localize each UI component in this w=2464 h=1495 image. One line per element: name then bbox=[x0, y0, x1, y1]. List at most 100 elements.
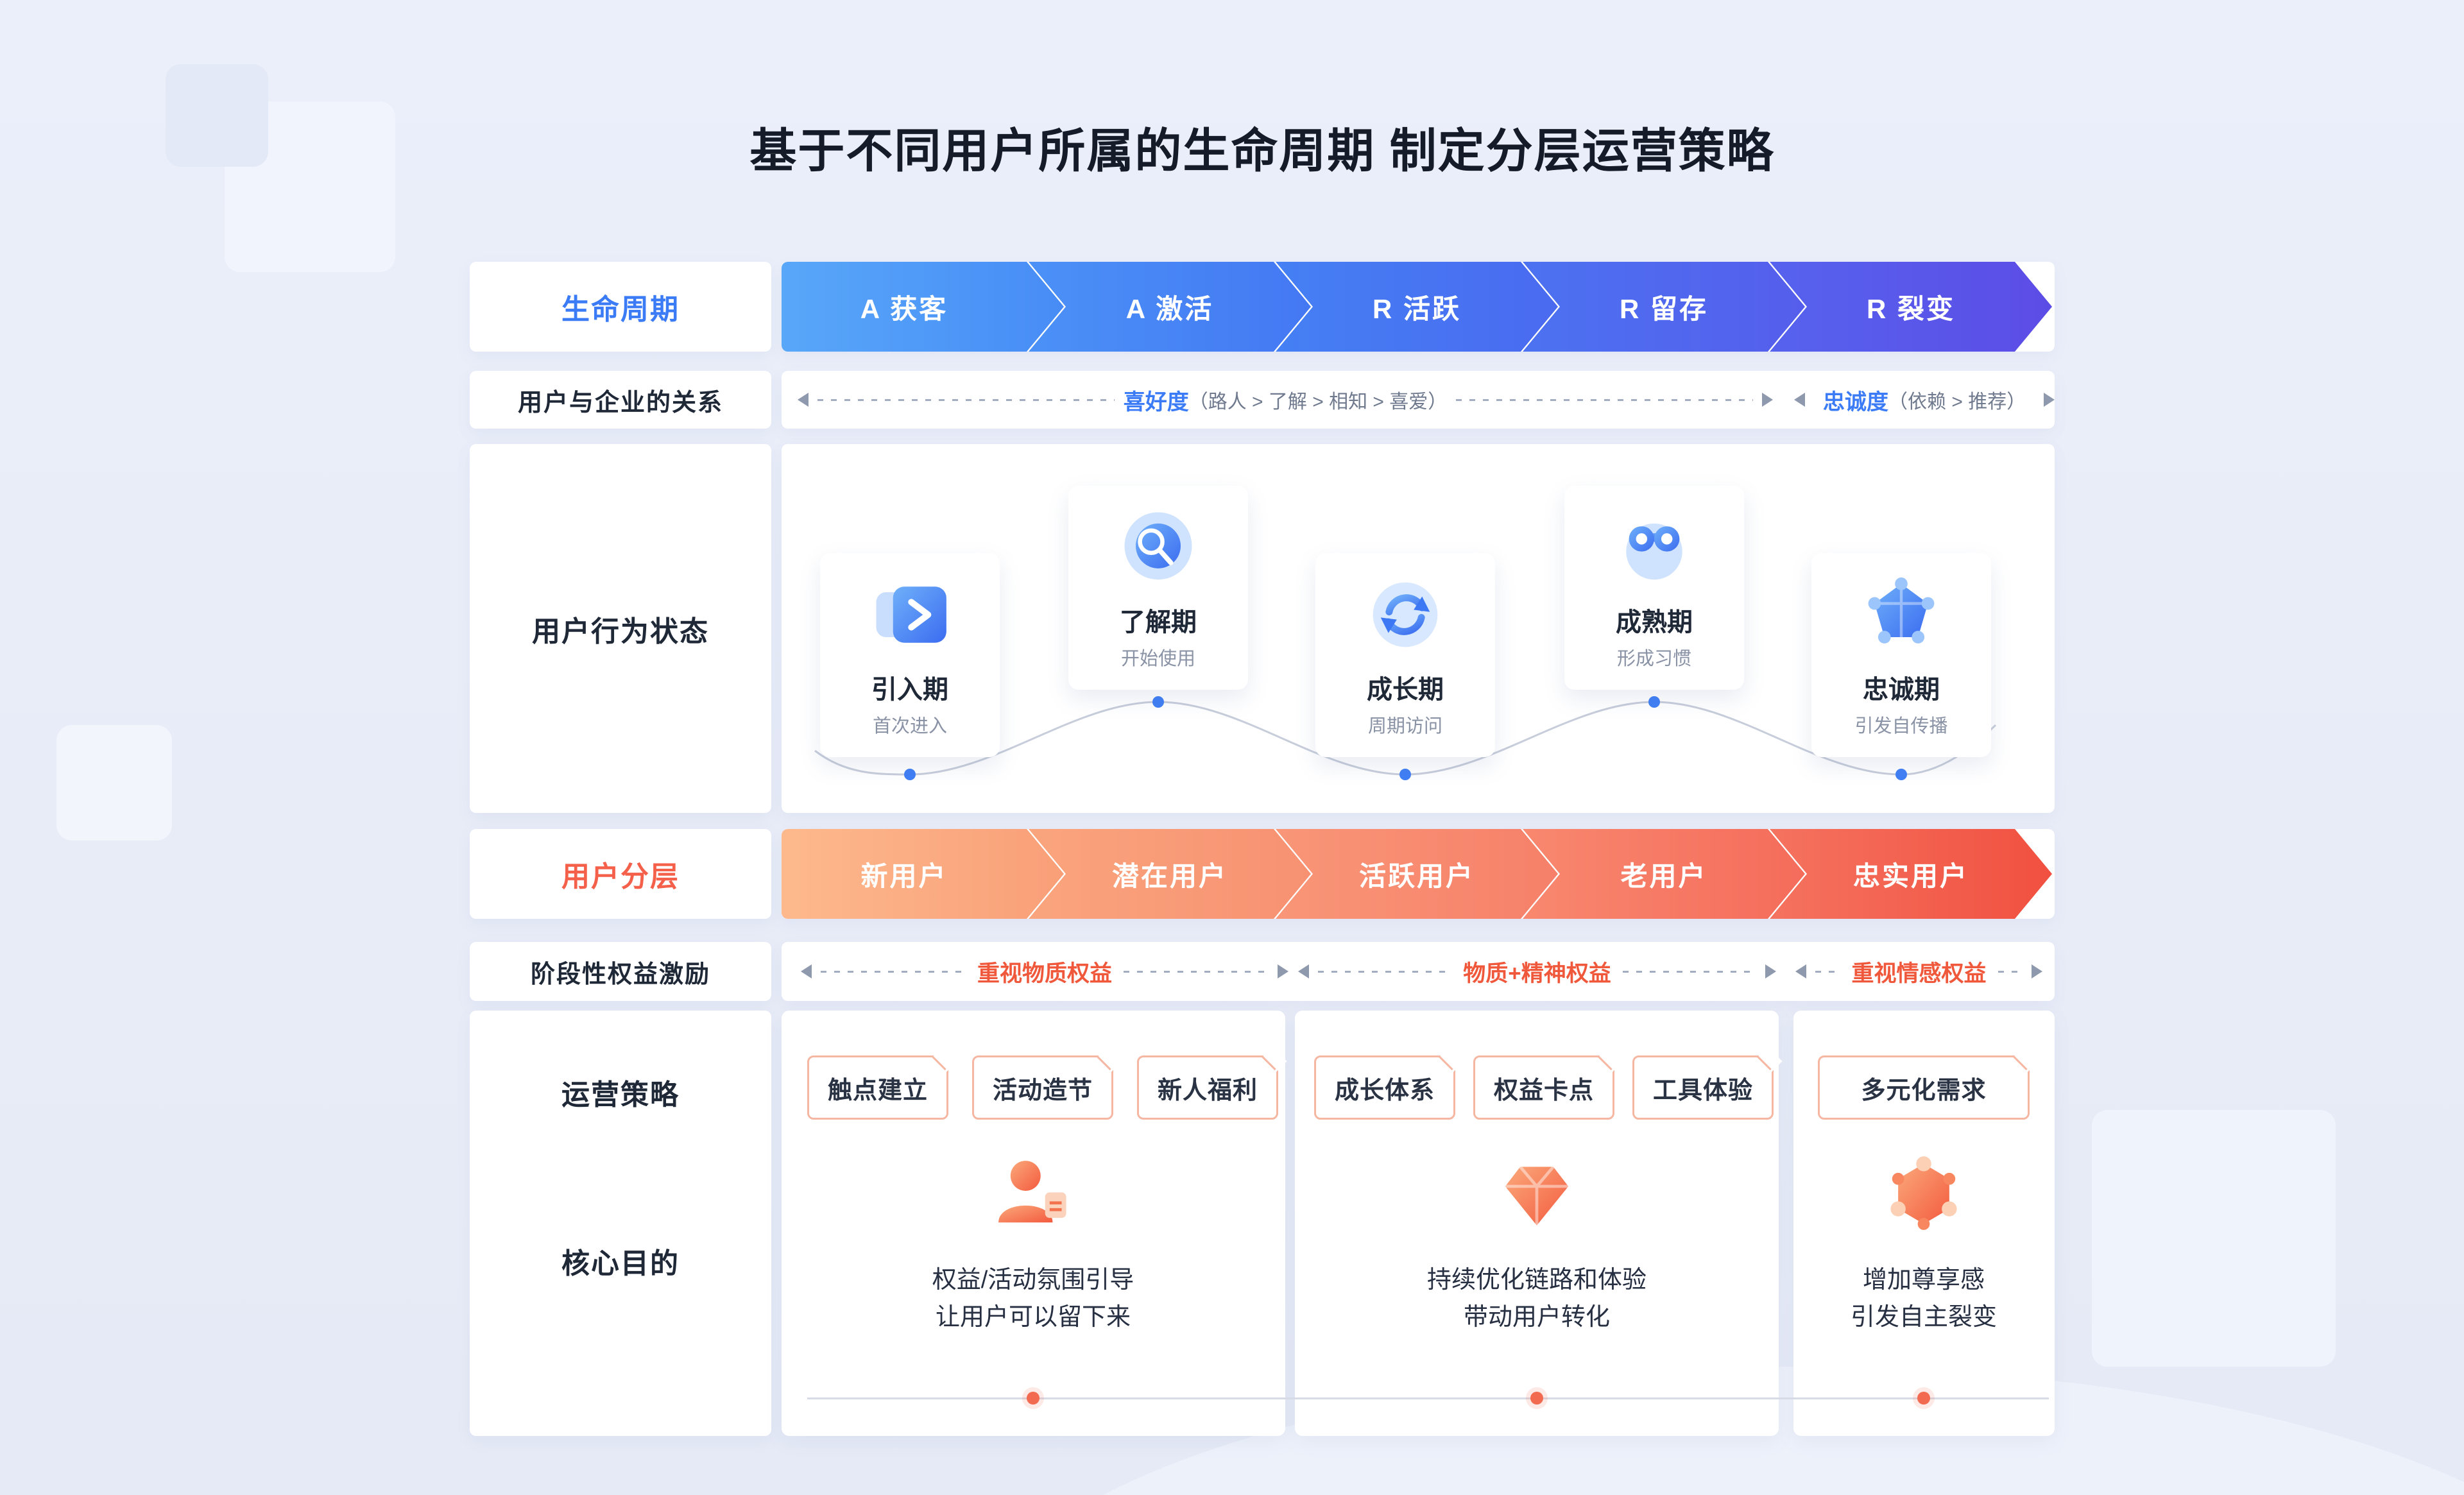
lifecycle-stage-label: R 活跃 bbox=[1372, 293, 1461, 324]
arrowhead-right-icon bbox=[1762, 393, 1774, 407]
segment-arrow-2: 潜在用户 bbox=[1029, 829, 1311, 919]
incentive-text: 重视物质权益 bbox=[977, 961, 1113, 986]
arrowhead-right-icon bbox=[2044, 393, 2055, 407]
tactic-chip: 触点建立 bbox=[807, 1055, 948, 1120]
segment-label: 用户分层 bbox=[561, 861, 680, 893]
lifecycle-arrow-1: A 获客 bbox=[782, 262, 1064, 352]
incentive-label: 阶段性权益激励 bbox=[530, 961, 710, 988]
refresh-cycle-icon bbox=[1360, 570, 1450, 660]
behavior-stage-card: 了解期 开始使用 bbox=[1068, 486, 1248, 690]
incentive-band: 重视物质权益 物质+精神权益 重视情感权益 bbox=[782, 942, 2055, 1001]
purpose-dot bbox=[1530, 1392, 1543, 1405]
goal-line-2: 引发自主裂变 bbox=[1850, 1304, 1997, 1331]
segment-arrow-1: 新用户 bbox=[782, 829, 1064, 919]
stage-name: 成长期 bbox=[1367, 676, 1444, 704]
row-label-lifecycle: 生命周期 bbox=[470, 262, 771, 352]
lifecycle-stage-label: A 激活 bbox=[1125, 293, 1214, 324]
arrowhead-right-icon bbox=[1765, 964, 1777, 978]
behavior-stage-card: 成长期 周期访问 bbox=[1315, 553, 1495, 757]
strategy-label: 运营策略 bbox=[561, 1079, 680, 1111]
stage-name: 成熟期 bbox=[1616, 608, 1693, 636]
segment-arrow-3: 活跃用户 bbox=[1276, 829, 1558, 919]
incentive-text: 物质+精神权益 bbox=[1463, 961, 1611, 986]
goal-text: 权益/活动氛围引导 让用户可以留下来 bbox=[809, 1261, 1258, 1336]
row-label-relationship: 用户与企业的关系 bbox=[470, 371, 771, 429]
explore-user-icon bbox=[1113, 502, 1203, 592]
goal-line-1: 权益/活动氛围引导 bbox=[932, 1267, 1134, 1294]
dashed-line bbox=[1456, 398, 1754, 401]
stage-desc: 引发自传播 bbox=[1854, 716, 1948, 737]
purpose-dot bbox=[1917, 1392, 1930, 1405]
tactic-label: 权益卡点 bbox=[1493, 1077, 1594, 1104]
goal-line-2: 带动用户转化 bbox=[1463, 1304, 1610, 1331]
behavior-stage-card: 成熟期 形成习惯 bbox=[1564, 486, 1744, 690]
segment-stage-label: 新用户 bbox=[860, 860, 948, 891]
incentive-phase-1: 重视物质权益 bbox=[801, 942, 1289, 1001]
habit-goggles-icon bbox=[1609, 502, 1699, 592]
gem-icon bbox=[1489, 1147, 1585, 1243]
enter-arrow-icon bbox=[865, 570, 955, 660]
tactic-chip: 新人福利 bbox=[1137, 1055, 1278, 1120]
dashed-line bbox=[1998, 970, 2023, 973]
lifecycle-arrow-2: A 激活 bbox=[1029, 262, 1311, 352]
segment-stage-label: 活跃用户 bbox=[1358, 860, 1475, 891]
row-label-incentive: 阶段性权益激励 bbox=[470, 942, 771, 1001]
relationship-right-scale: 忠诚度 （依赖 > 推荐） bbox=[1794, 371, 2055, 429]
lifecycle-stage-label: A 获客 bbox=[860, 293, 948, 324]
lifecycle-arrow-4: R 留存 bbox=[1523, 262, 1805, 352]
share-gem-icon bbox=[1856, 570, 1946, 660]
relationship-right-detail: （依赖 > 推荐） bbox=[1888, 391, 2026, 413]
arrowhead-left-icon bbox=[801, 964, 812, 978]
segment-stage-label: 忠实用户 bbox=[1852, 860, 1969, 891]
person-guide-icon bbox=[985, 1147, 1081, 1243]
lifecycle-stage-label: R 裂变 bbox=[1866, 293, 1955, 324]
tactic-chip: 工具体验 bbox=[1632, 1055, 1774, 1120]
relationship-band: 喜好度 （路人 > 了解 > 相知 > 喜爱） 忠诚度 （依赖 > 推荐） bbox=[782, 371, 2055, 429]
dashed-line bbox=[817, 398, 1115, 401]
lifecycle-stage-label: R 留存 bbox=[1619, 293, 1708, 324]
tactic-label: 新人福利 bbox=[1157, 1077, 1258, 1104]
dashed-line bbox=[1622, 970, 1757, 973]
purpose-label: 核心目的 bbox=[561, 1248, 680, 1279]
behavior-stage-card: 引入期 首次进入 bbox=[820, 553, 1000, 757]
purpose-baseline bbox=[807, 1397, 2049, 1399]
relationship-label: 用户与企业的关系 bbox=[517, 389, 723, 416]
dashed-line bbox=[1124, 970, 1269, 973]
stage-name: 了解期 bbox=[1120, 608, 1197, 636]
arrowhead-right-icon bbox=[2032, 964, 2043, 978]
stage-desc: 形成习惯 bbox=[1616, 649, 1691, 669]
segment-stage-label: 潜在用户 bbox=[1111, 860, 1228, 891]
behavior-stage-card: 忠诚期 引发自传播 bbox=[1811, 553, 1991, 757]
tactic-label: 多元化需求 bbox=[1861, 1077, 1987, 1104]
tactic-chip: 成长体系 bbox=[1314, 1055, 1455, 1120]
page-title: 基于不同用户所属的生命周期 制定分层运营策略 bbox=[749, 125, 1775, 177]
stage-name: 引入期 bbox=[871, 676, 948, 704]
dashed-line bbox=[1318, 970, 1452, 973]
stage-name: 忠诚期 bbox=[1863, 676, 1940, 704]
goal-line-1: 持续优化链路和体验 bbox=[1426, 1267, 1647, 1294]
segment-arrow-4: 老用户 bbox=[1523, 829, 1805, 919]
tactic-chip: 活动造节 bbox=[972, 1055, 1113, 1120]
stage-desc: 首次进入 bbox=[872, 716, 947, 737]
arrowhead-left-icon bbox=[1298, 964, 1309, 978]
dashed-line bbox=[1815, 970, 1840, 973]
arrowhead-right-icon bbox=[1278, 964, 1289, 978]
lifecycle-arrow-5: R 裂变 bbox=[1770, 262, 2052, 352]
tactic-label: 活动造节 bbox=[992, 1077, 1093, 1104]
tactic-label: 成长体系 bbox=[1334, 1077, 1435, 1104]
arrowhead-left-icon bbox=[798, 393, 809, 407]
relationship-left-highlight: 喜好度 bbox=[1123, 389, 1189, 414]
stage-desc: 开始使用 bbox=[1120, 649, 1195, 669]
relationship-left-detail: （路人 > 了解 > 相知 > 喜爱） bbox=[1188, 391, 1448, 413]
goal-text: 增加尊享感 引发自主裂变 bbox=[1795, 1261, 2052, 1336]
segment-arrow-5: 忠实用户 bbox=[1770, 829, 2052, 919]
arrowhead-left-icon bbox=[1794, 393, 1805, 407]
row-label-strategy-purpose: 运营策略 核心目的 bbox=[470, 1011, 771, 1436]
decor-square-top-left-2 bbox=[166, 64, 268, 167]
goal-line-1: 增加尊享感 bbox=[1862, 1267, 1985, 1294]
relationship-right-highlight: 忠诚度 bbox=[1823, 389, 1888, 414]
segment-stage-label: 老用户 bbox=[1620, 860, 1707, 891]
goal-line-2: 让用户可以留下来 bbox=[935, 1304, 1131, 1331]
goal-text: 持续优化链路和体验 带动用户转化 bbox=[1312, 1261, 1761, 1336]
